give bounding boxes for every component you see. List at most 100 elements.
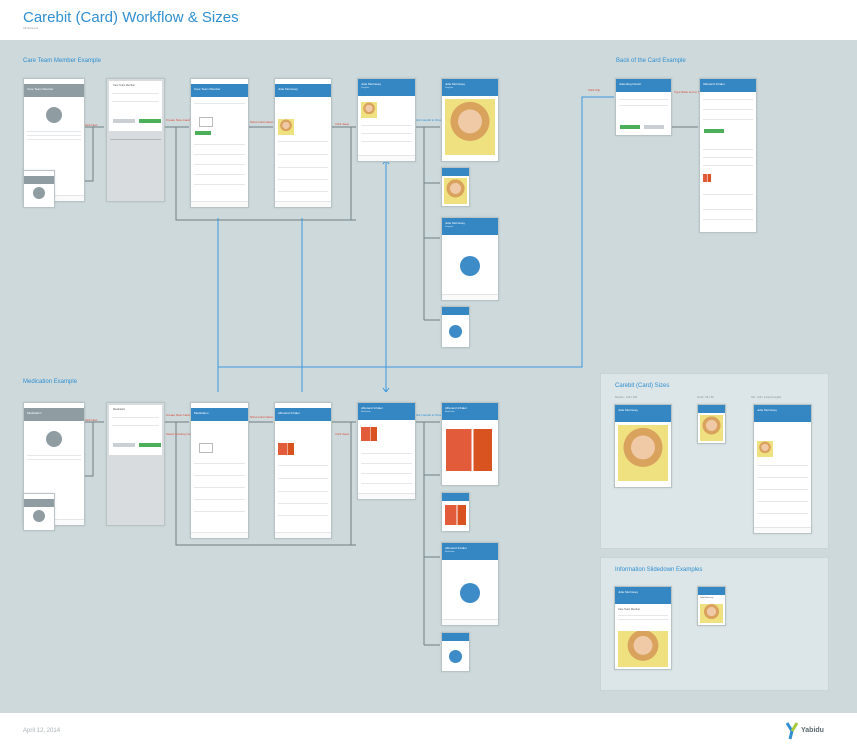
- slide-label: Care Team Member: [618, 608, 641, 611]
- brand-name: Yabidu: [801, 727, 824, 734]
- card-name: Julie Morrissey: [361, 82, 382, 86]
- section-care-team: Care Team Member Example: [23, 58, 101, 64]
- size-tall-card[interactable]: Julie Morrissey: [753, 404, 812, 534]
- pill-icon: [33, 510, 45, 522]
- person-photo: [445, 99, 495, 155]
- option-text: Care Team Member: [113, 84, 136, 87]
- person-photo: [618, 425, 668, 481]
- card-name: Julie Morrissey: [757, 408, 778, 412]
- size-medium-card[interactable]: Julie Morrissey: [614, 404, 672, 488]
- brand-logo: Yabidu: [785, 721, 835, 743]
- person-photo: [700, 415, 723, 441]
- slidedown-title: Information Slidedown Examples: [615, 567, 703, 573]
- card-name: Julie Morrissey: [618, 408, 639, 412]
- header-text: Care Team Member: [27, 87, 54, 91]
- person-photo: [361, 102, 377, 118]
- small-card-med[interactable]: [23, 493, 55, 531]
- label-click-flip: Click Flip: [588, 88, 601, 92]
- size-label-medium: Medium - 128 x 180: [615, 396, 638, 399]
- header-text: Medication: [27, 411, 42, 415]
- card-sub: Daughter: [361, 87, 370, 89]
- screen-back-edit[interactable]: Attending Doctor: [615, 78, 672, 136]
- screen-select-med[interactable]: Medication: [106, 402, 165, 526]
- label-create-new-med: Create New Carebit: [166, 413, 193, 417]
- footer-date: April 12, 2014: [23, 728, 61, 734]
- person-photo: [757, 441, 773, 457]
- label-click-save-med: Click Save: [335, 432, 350, 436]
- person-photo: [700, 604, 723, 623]
- cancel-button[interactable]: [113, 443, 135, 447]
- header-text: Attending Doctor: [619, 82, 642, 86]
- screen-back-notes[interactable]: Albuterol Inhaler: [699, 78, 757, 233]
- card-name: Julie Morrissey: [618, 590, 639, 594]
- section-back-of-card: Back of the Card Example: [616, 58, 686, 64]
- card-small-icon[interactable]: [441, 306, 470, 348]
- small-card-user[interactable]: [23, 170, 55, 208]
- save-button[interactable]: [704, 129, 724, 133]
- option-text: Medication: [113, 408, 126, 411]
- save-button[interactable]: [620, 125, 640, 129]
- card-sub: Medication: [445, 551, 455, 553]
- medication-photo: [446, 429, 492, 471]
- header-text: Medication: [194, 411, 209, 415]
- label-click-carebit: Click Carebit to Show Details: [414, 118, 453, 122]
- person-photo: [618, 631, 668, 667]
- screen-filled-details[interactable]: Julie Morrissey: [274, 78, 332, 208]
- screen-filled-med[interactable]: Albuterol Inhaler: [274, 402, 332, 539]
- save-button[interactable]: [139, 443, 161, 447]
- card-sub: Daughter: [445, 87, 454, 89]
- pill-icon: [460, 583, 480, 603]
- camera-icon[interactable]: [199, 443, 213, 453]
- label-click-new-med: Click New: [84, 418, 98, 422]
- screen-add-details[interactable]: Care Team Member: [190, 78, 249, 208]
- medication-photo: [278, 443, 294, 455]
- page-title: Carebit (Card) Workflow & Sizes: [23, 9, 239, 26]
- card-sub: Medication: [445, 411, 455, 413]
- page-header: Carebit (Card) Workflow & Sizes All Scre…: [0, 0, 857, 40]
- label-type-back: Type Back text to Notes: [674, 90, 706, 94]
- user-icon: [460, 256, 480, 276]
- label-select-existing: Select Existing Carebit: [166, 432, 197, 436]
- slidedown-small[interactable]: Julie Morrissey: [697, 586, 726, 626]
- slidedown-medium[interactable]: Julie Morrissey Care Team Member: [614, 586, 672, 670]
- header-name: Julie Morrissey: [278, 87, 299, 91]
- size-label-small: Small - 56 x 56: [697, 396, 714, 399]
- user-icon: [46, 107, 62, 123]
- card-sub: Medication: [361, 411, 371, 413]
- workflow-canvas: Care Team Member Example Medication Exam…: [0, 40, 857, 713]
- person-photo: [444, 178, 467, 204]
- page-footer: April 12, 2014 Yabidu: [0, 713, 857, 750]
- label-show-info-med: Show Information: [250, 415, 274, 419]
- screen-select-type[interactable]: Care Team Member: [106, 78, 165, 202]
- cancel-button[interactable]: [113, 119, 135, 123]
- slide-label: Julie Morrissey: [700, 597, 714, 599]
- card-small-med-icon[interactable]: [441, 632, 470, 672]
- header-text: Care Team Member: [194, 87, 221, 91]
- camera-icon[interactable]: [199, 117, 213, 127]
- user-icon: [449, 325, 462, 338]
- card-small-photo[interactable]: [441, 167, 470, 207]
- label-create-new: Create New Carebit: [166, 118, 193, 122]
- card-name: Albuterol Inhaler: [361, 406, 383, 410]
- add-photo-button[interactable]: [195, 131, 211, 135]
- card-sub: Daughter: [445, 226, 454, 228]
- pill-icon: [449, 650, 462, 663]
- flow-connectors: [52, 96, 698, 646]
- screen-add-med[interactable]: Medication: [190, 402, 249, 539]
- cancel-button[interactable]: [644, 125, 664, 129]
- card-small-med[interactable]: [441, 492, 470, 532]
- medication-photo: [361, 427, 377, 441]
- label-click-new: Click New: [84, 123, 98, 127]
- card-name: Julie Morrissey: [445, 221, 466, 225]
- pill-icon: [46, 431, 62, 447]
- size-small-card[interactable]: [697, 404, 726, 444]
- yabidu-logo-icon: [785, 722, 799, 740]
- save-button[interactable]: [139, 119, 161, 123]
- page-subtitle: All Screens: [23, 26, 39, 30]
